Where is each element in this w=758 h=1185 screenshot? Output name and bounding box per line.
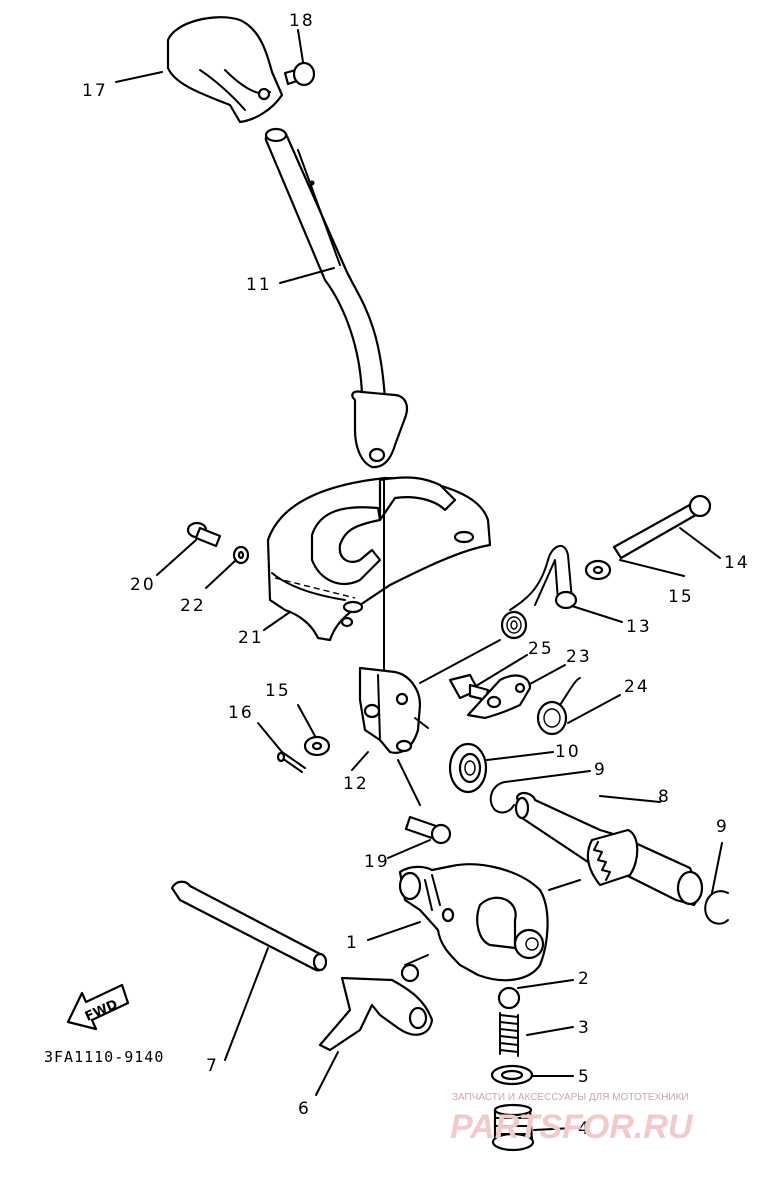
- callout-9-upper: 9: [594, 760, 607, 780]
- washer-22-part: [232, 545, 250, 565]
- callout-19: 19: [364, 852, 390, 872]
- callout-16: 16: [228, 703, 254, 723]
- forward-direction-arrow: FWD: [66, 983, 130, 1031]
- callout-18: 18: [289, 11, 315, 31]
- shift-drum-part: [398, 863, 549, 982]
- knob-pin-part: [283, 61, 316, 87]
- shift-shaft-part: [514, 791, 704, 907]
- stopper-lever-part: [466, 674, 532, 720]
- spring-24-part: [536, 677, 581, 736]
- washer-15-lower-part: [303, 735, 331, 757]
- cotter-pin-16-part: [276, 751, 306, 773]
- shift-lever-part: [264, 127, 409, 469]
- watermark-brand: PARTSFOR.RU: [450, 1108, 694, 1146]
- callout-25: 25: [528, 639, 554, 659]
- shift-knob-part: [166, 16, 284, 124]
- circlip-9-upper-part: [489, 781, 515, 814]
- callout-15-upper: 15: [668, 587, 694, 607]
- callout-23: 23: [566, 647, 592, 667]
- shift-gate-part: [266, 476, 492, 642]
- callout-8: 8: [658, 787, 671, 807]
- callout-9-right: 9: [716, 817, 729, 837]
- watermark-tagline: ЗАПЧАСТИ И АКСЕССУАРЫ ДЛЯ МОТОТЕХНИКИ: [452, 1092, 689, 1103]
- callout-2: 2: [578, 969, 591, 989]
- callout-22: 22: [180, 596, 206, 616]
- callout-21: 21: [238, 628, 264, 648]
- callout-20: 20: [130, 575, 156, 595]
- gasket-part: [490, 1064, 534, 1086]
- spring-13-part: [500, 545, 578, 640]
- bolt-20-part: [186, 521, 222, 548]
- callout-numbers: 17 18 11 20 22 21 15 16 12 19 1 7 6 2 3 …: [82, 11, 750, 1139]
- callout-5: 5: [578, 1067, 591, 1087]
- shift-arm-part: [358, 666, 429, 754]
- callout-10: 10: [555, 742, 581, 762]
- bolt-25-part: [448, 673, 490, 702]
- bolt-19-part: [397, 759, 452, 845]
- callout-leader-lines: [115, 29, 723, 1131]
- callout-3: 3: [578, 1018, 591, 1038]
- washer-15-upper-part: [584, 559, 612, 581]
- pivot-pin-part: [612, 494, 712, 560]
- callout-1: 1: [346, 933, 359, 953]
- callout-6: 6: [298, 1099, 311, 1119]
- callout-17: 17: [82, 81, 108, 101]
- detent-spring-part: [499, 1012, 519, 1057]
- plug-bolt-part: [491, 1103, 535, 1152]
- ball-part: [497, 986, 521, 1010]
- callout-13: 13: [626, 617, 652, 637]
- callout-14: 14: [724, 553, 750, 573]
- shift-fork-part: [318, 954, 434, 1052]
- callout-11: 11: [246, 275, 272, 295]
- callout-24: 24: [624, 677, 650, 697]
- circlip-9-right-part: [704, 890, 729, 925]
- callout-7: 7: [206, 1056, 219, 1076]
- callout-4: 4: [578, 1119, 591, 1139]
- oil-seal-part: [448, 742, 488, 794]
- callout-15-lower: 15: [265, 681, 291, 701]
- diagram-code: 3FA1110-9140: [44, 1048, 164, 1066]
- callout-12: 12: [343, 774, 369, 794]
- fork-guide-bar-part: [170, 880, 328, 972]
